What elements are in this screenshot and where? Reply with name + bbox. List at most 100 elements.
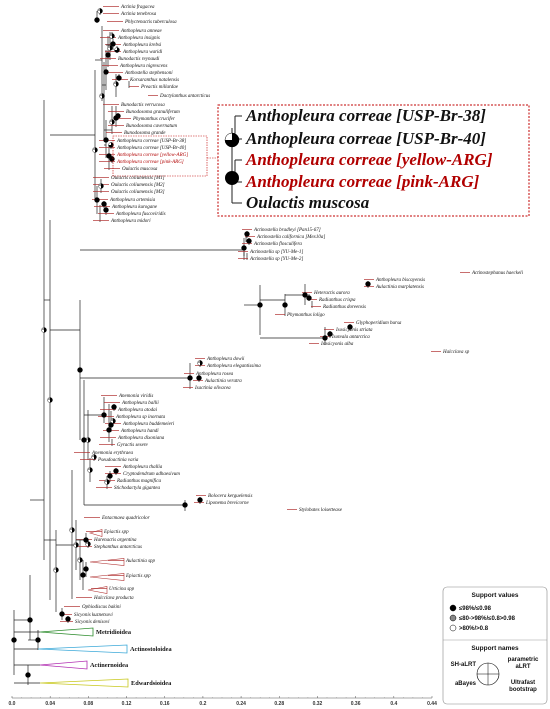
superfamily-triangle <box>37 644 128 654</box>
support-node <box>114 47 120 53</box>
taxon-label: Anthopleura waridi <box>122 50 163 55</box>
legend-name-label: aLRT <box>516 664 531 670</box>
support-node <box>197 360 203 366</box>
support-node <box>110 418 116 424</box>
support-node <box>59 611 65 617</box>
taxon-label: Ophiodiscus bakini <box>82 605 121 610</box>
axis-tick-label: 0.4 <box>390 701 397 707</box>
superfamily-clades: MetridioideaActinostoloideaActinernoidea… <box>14 627 172 688</box>
legend-swatch <box>449 604 457 612</box>
taxon-label: Anthopleura buddemeieri <box>122 422 175 427</box>
support-node <box>113 115 119 121</box>
taxon-label: Anthopleura insignis <box>117 36 160 41</box>
support-node <box>69 527 75 533</box>
taxon-label: Anthopleura thallia <box>122 465 163 470</box>
support-node <box>103 137 109 143</box>
taxon-label: Anthopleura correae [yellow-ARG] <box>116 153 188 158</box>
collapsed-clade <box>87 586 108 594</box>
legend-title: Support names <box>471 645 519 652</box>
support-node <box>111 404 117 410</box>
taxon-label: Anthostella stephensoni <box>124 71 173 76</box>
axis-tick-label: 0.2 <box>199 701 206 707</box>
taxon-label: Anemonia erythraea <box>91 451 133 456</box>
axis-tick-label: 0.24 <box>236 701 246 707</box>
zoom-panel: Anthopleura correae [USP-Br-38]Anthopleu… <box>217 104 530 217</box>
support-node <box>108 142 114 148</box>
legend-value-label: >80%/>0.8 <box>459 626 489 632</box>
support-node <box>27 617 33 623</box>
taxon-label: Bunodactis reynaudi <box>118 57 160 62</box>
support-node <box>187 375 193 381</box>
taxon-label: Heteractis aurora <box>313 291 350 296</box>
taxon-label: Sicyonis kuznetsovi <box>74 613 113 618</box>
taxon-label: Aulactinia marplatensis <box>375 285 424 290</box>
support-node <box>109 119 115 125</box>
support-node <box>196 375 202 381</box>
taxon-label: Phlyctenactis tuberculosa <box>124 20 177 25</box>
taxon-label: Halcclava producta <box>93 596 134 601</box>
collapsed-clade <box>89 573 125 581</box>
taxon-label: Actinostephanus haeckeli <box>471 271 524 276</box>
legend-name-label: SH-aLRT <box>451 662 477 668</box>
support-node <box>65 616 71 622</box>
legend-box <box>442 586 548 705</box>
support-node <box>35 637 41 643</box>
taxon-label: Sicyonis denisovi <box>75 620 110 625</box>
taxon-label: Entacmaea quadricolor <box>101 516 150 521</box>
zoom-taxon-label: Anthopleura correae [pink-ARG] <box>245 172 480 191</box>
axis-tick-label: 0.28 <box>274 701 284 707</box>
axis-tick-label: 0.16 <box>160 701 170 707</box>
taxon-label: Bunodactis verrucosa <box>121 103 165 108</box>
zoom-support-node <box>225 171 239 185</box>
taxon-label: Stephanthus antarcticus <box>94 545 142 550</box>
taxon-label: Liponema brevicorne <box>205 501 250 506</box>
taxon-label: Anthopleura anneae <box>120 29 162 34</box>
support-node <box>83 537 89 543</box>
taxon-label: Epiactis spp <box>103 530 129 535</box>
taxon-label: Epiactis spp <box>125 574 151 579</box>
legend-title: Support values <box>472 592 519 599</box>
taxon-label: Gyractis sesere <box>117 443 149 448</box>
legend-swatch <box>449 624 457 632</box>
axis-tick-label: 0.32 <box>313 701 323 707</box>
taxon-label: Anthopleura fuscoviridis <box>115 212 166 217</box>
support-node <box>77 367 83 373</box>
taxon-label: Anthopleura elegantissima <box>206 364 261 369</box>
support-node <box>197 497 203 503</box>
taxon-label: Isactinia olivacea <box>194 386 231 391</box>
support-node <box>81 437 87 443</box>
support-node <box>244 231 250 237</box>
taxon-label: Aulactinia spp <box>125 559 156 564</box>
taxon-label: Anthopleura correae [USP-Br-38] <box>116 139 186 144</box>
taxon-label: Anthopleura kurogane <box>111 205 158 210</box>
superfamily-triangle <box>39 660 88 670</box>
superfamily-label: Actinernoidea <box>90 662 129 669</box>
support-node <box>105 52 111 58</box>
taxon-label: Anthopleura atodai <box>117 408 158 413</box>
taxon-label: Anthopleura ballii <box>121 401 159 406</box>
taxon-label: Actinostella californica [Mex10a] <box>256 235 325 240</box>
taxon-label: Pseudoactinia varia <box>97 458 139 463</box>
support-node <box>106 427 112 433</box>
legend-name-label: bootstrap <box>509 687 537 693</box>
zoom-tree: Anthopleura correae [USP-Br-38]Anthopleu… <box>224 106 493 212</box>
taxon-label: Anthopleura nigrescens <box>119 64 168 69</box>
taxon-label: Radianthus doreensis <box>322 305 366 310</box>
support-node <box>77 557 83 563</box>
taxon-label: Bunodosoma grande <box>124 131 166 136</box>
support-node <box>306 295 312 301</box>
support-node <box>246 238 252 244</box>
superfamily-label: Metridioidea <box>96 629 132 636</box>
legend-swatch <box>449 614 457 622</box>
support-node <box>241 245 247 251</box>
taxon-label: Anthopleura sp inornata <box>115 415 166 420</box>
legend-value-label: ≤80->98%/≤0.8>0.98 <box>459 616 516 622</box>
support-node <box>282 302 288 308</box>
zoom-taxon-label: Anthopleura correae [USP-Br-40] <box>245 129 486 148</box>
support-node <box>91 454 97 460</box>
support-node <box>116 75 122 81</box>
legend-value-label: ≤98%/≤0.98 <box>459 606 492 612</box>
taxon-label: Bunodosoma cavernatum <box>126 124 177 129</box>
support-node <box>92 147 98 153</box>
